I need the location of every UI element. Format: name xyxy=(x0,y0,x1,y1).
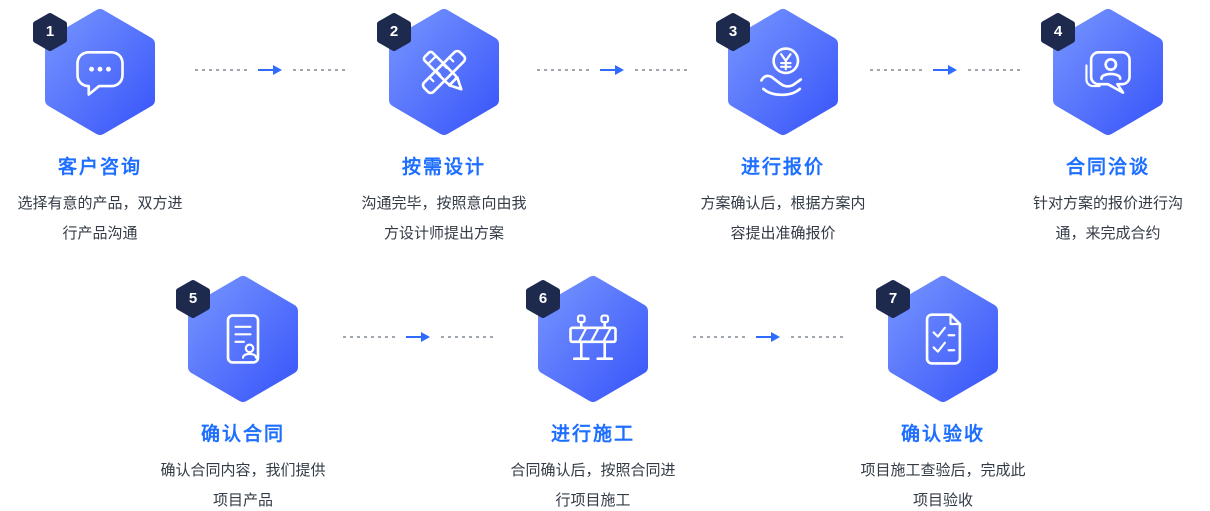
step-desc-line1: 合同确认后，按照合同进 xyxy=(510,462,676,479)
barrier-icon xyxy=(569,314,617,360)
step-title: 合同洽谈 xyxy=(1065,157,1150,178)
step-description: 确认合同内容，我们提供 项目产品 xyxy=(123,456,363,511)
step-title: 确认合同 xyxy=(200,424,285,445)
step-desc-line2: 通，来完成合约 xyxy=(1055,225,1161,242)
step-quotation: 3 进行报价 方案确认后，根据方案内 容提出准确报价 xyxy=(663,8,903,249)
step-title: 按需设计 xyxy=(401,157,486,178)
checklist-icon xyxy=(925,313,962,365)
badge-hexagon xyxy=(716,13,750,51)
step-description: 合同确认后，按照合同进 行项目施工 xyxy=(473,456,713,511)
flow-connector xyxy=(693,330,843,344)
dashed-line xyxy=(870,69,922,71)
step-desc-line1: 确认合同内容，我们提供 xyxy=(160,462,326,479)
step-number: 1 xyxy=(45,23,55,40)
step-number-badge: 4 xyxy=(1040,12,1076,52)
badge-hexagon xyxy=(876,280,910,318)
step-customer-consult: 1 客户咨询 选择有意的产品，双方进 行产品沟通 xyxy=(0,8,220,249)
step-desc-line1: 沟通完毕，按照意向由我 xyxy=(361,195,527,212)
step-desc-line1: 项目施工查验后，完成此 xyxy=(860,462,1026,479)
step-number: 4 xyxy=(1053,23,1063,40)
badge-hexagon xyxy=(526,280,560,318)
coin-hand-icon xyxy=(760,47,803,97)
badge-hexagon xyxy=(176,280,210,318)
step-desc-line2: 行产品沟通 xyxy=(62,225,138,242)
step-contract: 5 确认合同 确认合同内容，我们提供 项目产品 xyxy=(123,275,363,511)
pencil-ruler-icon xyxy=(421,49,467,95)
dashed-line xyxy=(791,336,843,338)
step-number-badge: 3 xyxy=(715,12,751,52)
badge-hexagon xyxy=(377,13,411,51)
step-title: 客户咨询 xyxy=(57,157,142,178)
step-number: 7 xyxy=(888,290,898,307)
dashed-line xyxy=(343,336,395,338)
badge-hexagon xyxy=(1041,13,1075,51)
step-description: 针对方案的报价进行沟 通，来完成合约 xyxy=(988,189,1210,249)
step-desc-line2: 项目产品 xyxy=(212,492,273,509)
step-acceptance: 7 确认验收 项目施工查验后，完成此 项目验收 xyxy=(823,275,1063,511)
flow-connector xyxy=(870,63,1020,77)
step-hexagon: 4 xyxy=(1041,8,1166,136)
person-bubble-icon xyxy=(1085,51,1131,94)
dashed-line xyxy=(195,69,247,71)
step-hexagon: 1 xyxy=(33,8,158,136)
step-description: 沟通完毕，按照意向由我 方设计师提出方案 xyxy=(324,189,564,249)
flow-connector xyxy=(537,63,687,77)
dashed-line xyxy=(968,69,1020,71)
step-hexagon: 6 xyxy=(526,275,651,403)
arrow-right-icon xyxy=(406,332,430,342)
dashed-line xyxy=(537,69,589,71)
arrow-right-icon xyxy=(600,65,624,75)
dashed-line xyxy=(293,69,345,71)
step-hexagon: 7 xyxy=(876,275,1001,403)
step-description: 项目施工查验后，完成此 项目验收 xyxy=(823,456,1063,511)
dashed-line xyxy=(635,69,687,71)
step-number: 3 xyxy=(728,23,738,40)
step-number-badge: 2 xyxy=(376,12,412,52)
step-desc-line1: 针对方案的报价进行沟 xyxy=(1032,195,1183,212)
step-desc-line1: 选择有意的产品，双方进 xyxy=(17,195,183,212)
step-number-badge: 6 xyxy=(525,279,561,319)
flow-connector xyxy=(343,330,493,344)
flow-connector xyxy=(195,63,345,77)
chat-icon xyxy=(76,51,124,96)
step-construction: 6 进行施工 合同确认后，按照合同进 行项目施工 xyxy=(473,275,713,511)
step-number-badge: 1 xyxy=(32,12,68,52)
contract-document-icon xyxy=(226,314,260,364)
step-number: 6 xyxy=(538,290,548,307)
step-desc-line2: 行项目施工 xyxy=(555,492,631,509)
step-number: 2 xyxy=(389,23,399,40)
step-hexagon: 3 xyxy=(716,8,841,136)
step-desc-line2: 方设计师提出方案 xyxy=(383,225,504,242)
step-desc-line2: 容提出准确报价 xyxy=(730,225,836,242)
step-description: 方案确认后，根据方案内 容提出准确报价 xyxy=(663,189,903,249)
step-number-badge: 7 xyxy=(875,279,911,319)
step-title: 进行报价 xyxy=(740,157,825,178)
step-number: 5 xyxy=(188,290,198,307)
step-desc-line1: 方案确认后，根据方案内 xyxy=(700,195,866,212)
dashed-line xyxy=(693,336,745,338)
arrow-right-icon xyxy=(933,65,957,75)
step-desc-line2: 项目验收 xyxy=(912,492,973,509)
step-design: 2 按需设计 沟通完毕，按照意向由我 方设计师提出方案 xyxy=(324,8,564,249)
step-description: 选择有意的产品，双方进 行产品沟通 xyxy=(0,189,220,249)
step-number-badge: 5 xyxy=(175,279,211,319)
arrow-right-icon xyxy=(258,65,282,75)
step-hexagon: 5 xyxy=(176,275,301,403)
arrow-right-icon xyxy=(756,332,780,342)
dashed-line xyxy=(441,336,493,338)
step-hexagon: 2 xyxy=(377,8,502,136)
step-title: 确认验收 xyxy=(900,424,985,445)
step-title: 进行施工 xyxy=(550,424,635,445)
step-negotiation: 4 合同洽谈 针对方案的报价进行沟 通，来完成合约 xyxy=(988,8,1210,249)
badge-hexagon xyxy=(33,13,67,51)
